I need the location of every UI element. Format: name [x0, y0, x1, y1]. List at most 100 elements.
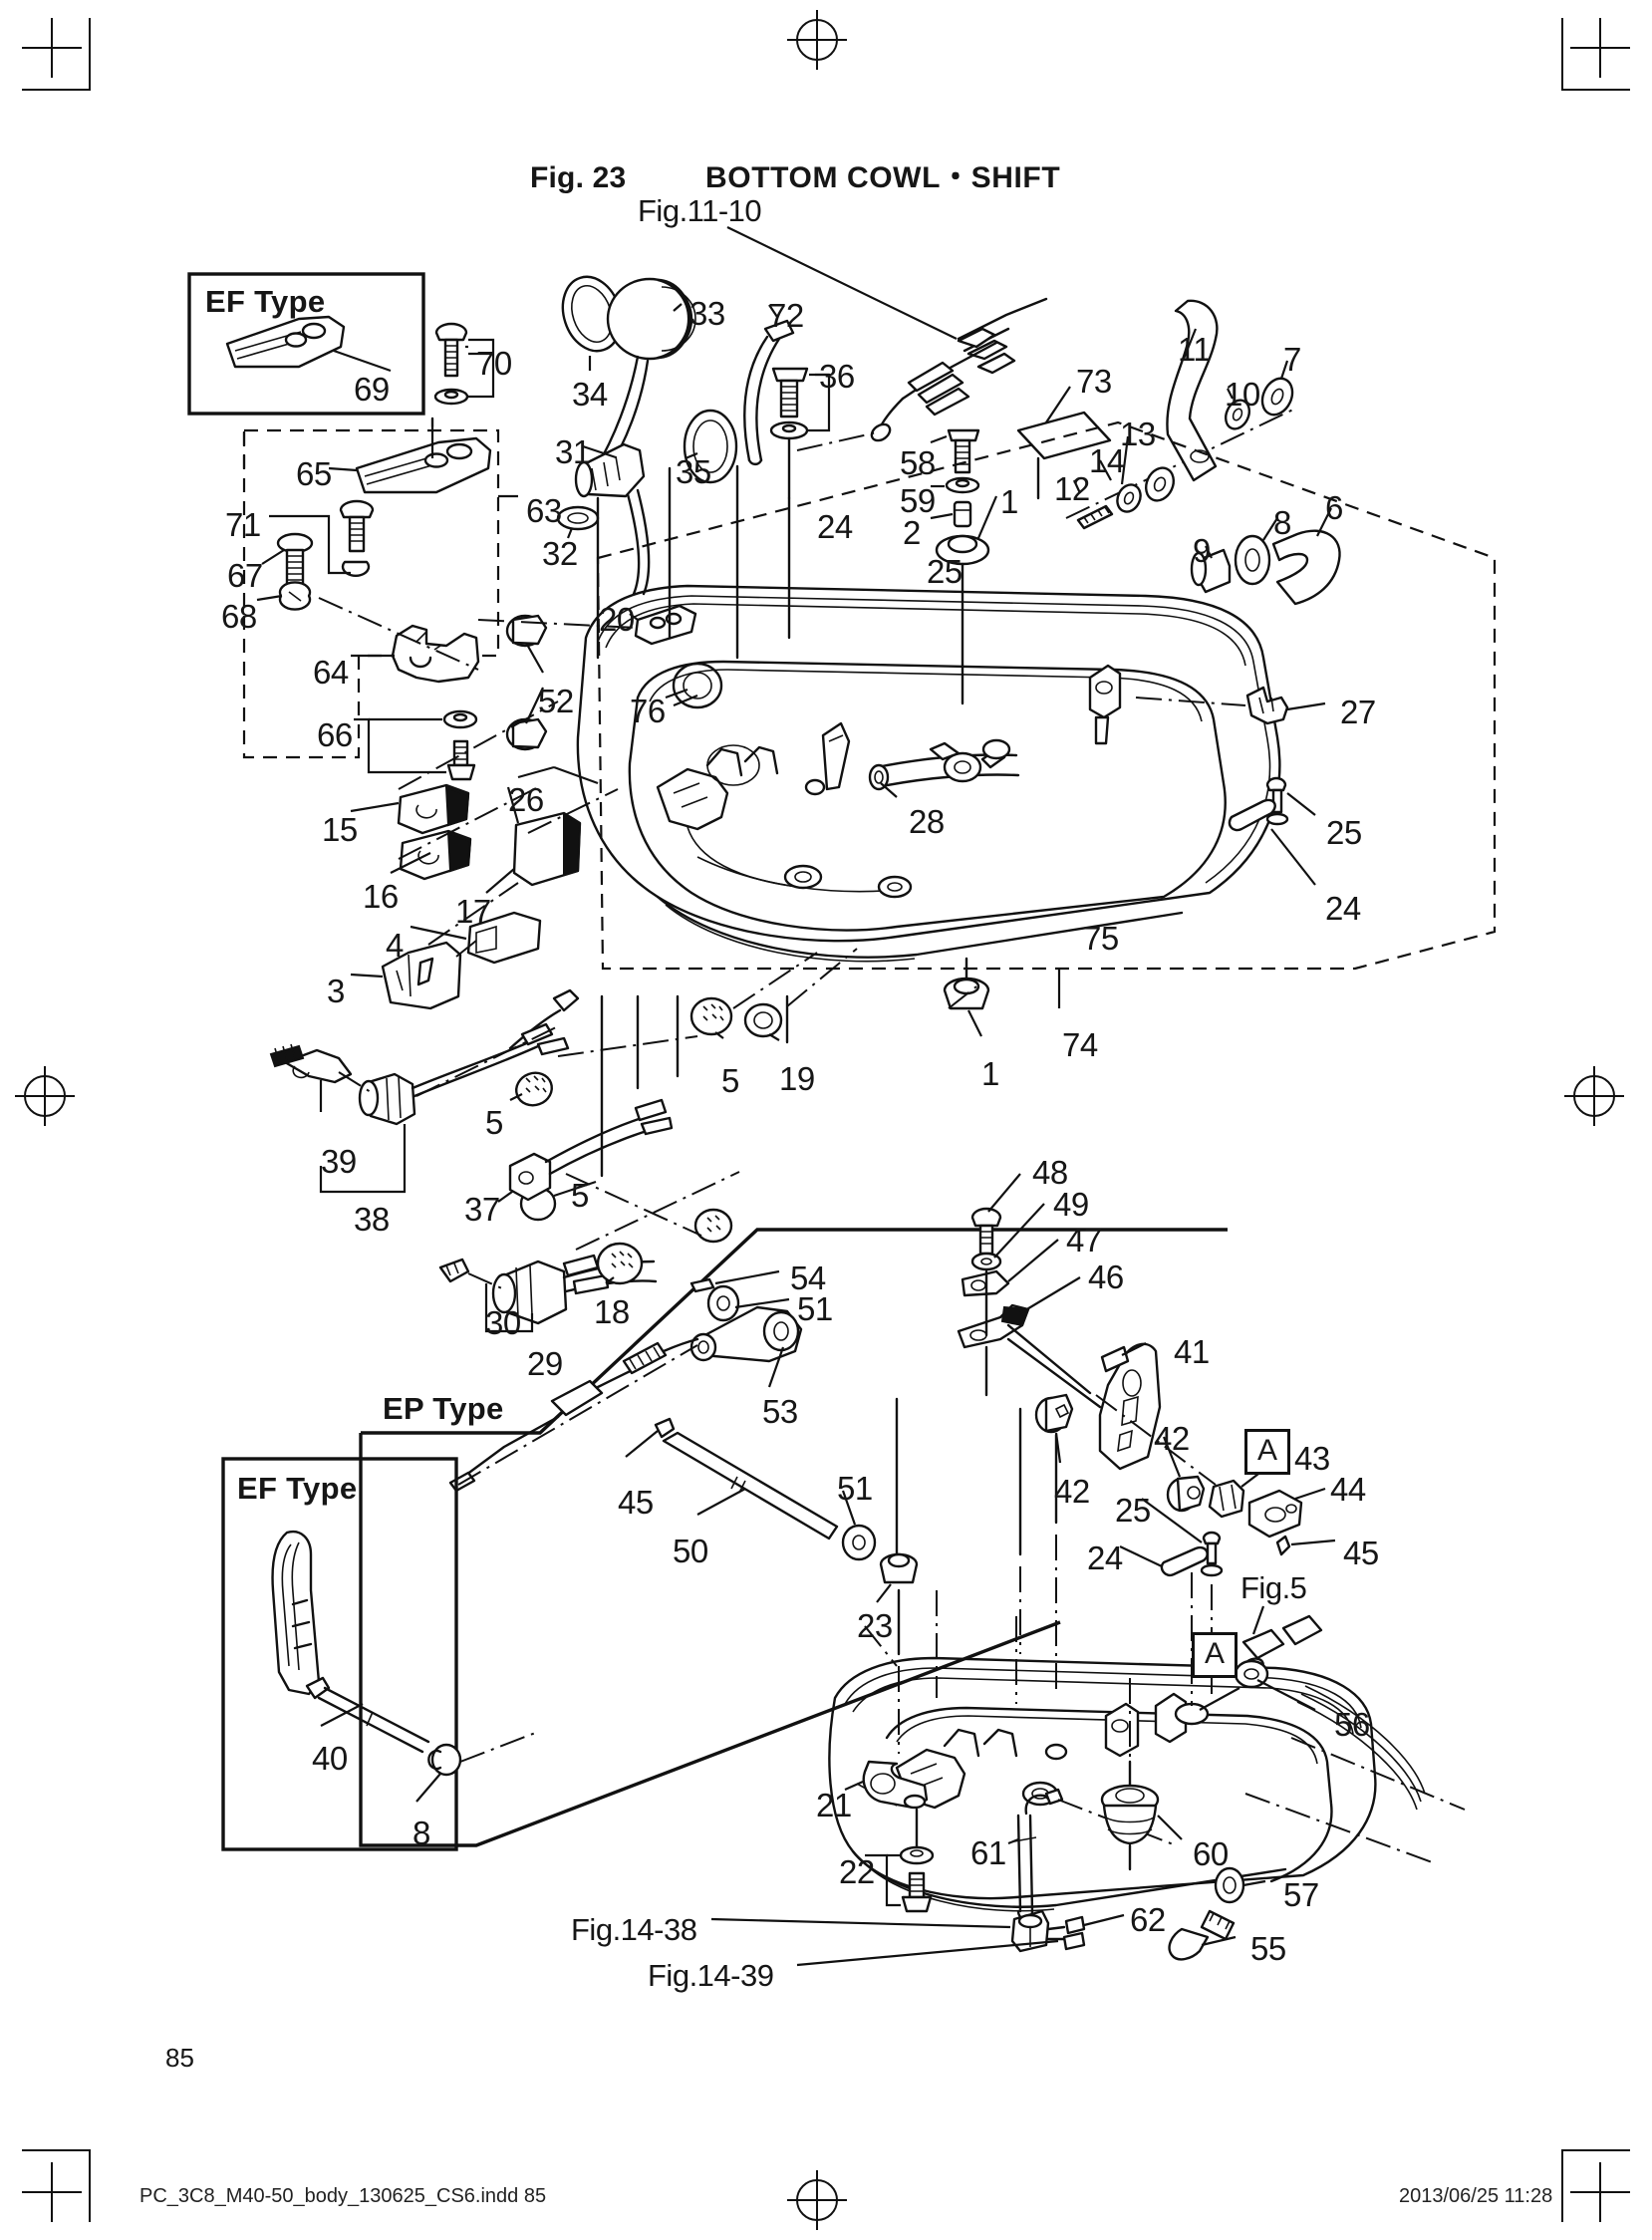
callout-55: 55: [1250, 1930, 1286, 1967]
part-72-band: [743, 304, 795, 465]
shift-lever-assembly: [1065, 299, 1296, 530]
callout-21: 21: [816, 1787, 852, 1823]
callout-10: 10: [1225, 376, 1260, 413]
part-58-stack: [930, 428, 998, 705]
callout-11: 11: [1178, 331, 1212, 368]
part-64-bracket: [318, 597, 480, 684]
part-4-connector: [410, 911, 542, 965]
callout-69: 69: [354, 371, 390, 408]
callout-44: 44: [1330, 1471, 1366, 1508]
callout-60: 60: [1193, 1835, 1229, 1872]
callout-24: 24: [1087, 1540, 1123, 1576]
part-46-49-stack: [957, 1173, 1081, 1397]
ef-type-label-top: EF Type: [205, 284, 326, 319]
part-71-fastener: [269, 499, 375, 577]
callout-32: 32: [542, 535, 578, 572]
part-53-rod-end: [448, 1269, 803, 1493]
part-3-switch: [350, 940, 477, 1010]
callout-24: 24: [1325, 890, 1361, 927]
callout-51: 51: [837, 1470, 873, 1507]
section-marker-a: A: [1192, 1632, 1238, 1678]
callout-53: 53: [762, 1393, 798, 1430]
part-26-lead: [517, 765, 599, 785]
callout-66: 66: [317, 716, 353, 753]
callout-38: 38: [354, 1201, 390, 1238]
callout-8: 8: [413, 1815, 430, 1851]
bottom-cowl-body: [576, 584, 1281, 963]
callout-4: 4: [386, 927, 404, 964]
callout-62: 62: [1130, 1901, 1166, 1938]
callout-1: 1: [981, 1055, 999, 1092]
callout-25: 25: [1115, 1492, 1151, 1529]
callout-13: 13: [1120, 416, 1156, 452]
callout-31: 31: [555, 433, 591, 470]
callout-1: 1: [1000, 483, 1018, 520]
ep-type-label: EP Type: [383, 1391, 504, 1426]
callout-9: 9: [1193, 532, 1211, 569]
callout-57: 57: [1283, 1876, 1319, 1913]
part-20-grommet: [629, 604, 697, 646]
callout-29: 29: [527, 1345, 563, 1382]
figure-ref-fig-14-38: Fig.14-38: [571, 1912, 697, 1947]
callout-16: 16: [363, 878, 399, 915]
callout-5: 5: [721, 1062, 739, 1099]
callout-39: 39: [321, 1143, 357, 1180]
callout-54: 54: [790, 1260, 826, 1296]
part-6-handle: [1190, 507, 1341, 606]
callout-25: 25: [927, 553, 963, 590]
callout-41: 41: [1174, 1333, 1210, 1370]
callout-71: 71: [225, 506, 261, 543]
section-marker-a: A: [1244, 1429, 1290, 1475]
part-65-bracket: [328, 426, 492, 494]
fig-11-10-harness: [726, 226, 1048, 451]
callout-30: 30: [485, 1304, 521, 1341]
footer-timestamp: 2013/06/25 11:28: [1399, 2185, 1553, 2207]
figure-ref-fig-11-10: Fig.11-10: [638, 193, 762, 228]
callout-12: 12: [1054, 470, 1090, 507]
callout-5: 5: [485, 1104, 503, 1141]
callout-75: 75: [1083, 920, 1119, 957]
callout-42: 42: [1054, 1473, 1090, 1510]
callout-28: 28: [909, 803, 945, 840]
callout-37: 37: [464, 1191, 500, 1228]
callout-47: 47: [1066, 1222, 1102, 1259]
callout-45: 45: [618, 1484, 654, 1521]
callout-19: 19: [779, 1060, 815, 1097]
callout-2: 2: [903, 514, 921, 551]
callout-76: 76: [630, 693, 666, 729]
callout-42: 42: [1154, 1420, 1190, 1457]
callout-52: 52: [538, 683, 574, 719]
figure-ref-fig-5: Fig.5: [1240, 1570, 1307, 1605]
callout-74: 74: [1062, 1026, 1098, 1063]
callout-65: 65: [296, 455, 332, 492]
crop-marks: [15, 10, 1630, 2230]
part-21-clamp: [844, 1760, 935, 1913]
callout-51: 51: [797, 1290, 833, 1327]
part-67-68-fastener: [256, 532, 314, 611]
figure-ref-fig-14-39: Fig.14-39: [648, 1958, 774, 1993]
callout-48: 48: [1032, 1154, 1068, 1191]
callout-6: 6: [1325, 489, 1343, 526]
callout-73: 73: [1076, 363, 1112, 400]
callout-25: 25: [1326, 814, 1362, 851]
callout-64: 64: [313, 654, 349, 691]
callout-40: 40: [312, 1740, 348, 1777]
callout-20: 20: [599, 601, 635, 638]
callout-36: 36: [819, 358, 855, 395]
callout-27: 27: [1340, 694, 1376, 730]
part-23-grommet: [876, 1552, 919, 1656]
part-15-16-clips: [350, 783, 472, 881]
callout-49: 49: [1053, 1186, 1089, 1223]
part-70-fastener: [433, 322, 495, 406]
callout-5: 5: [571, 1177, 589, 1214]
part-41-shift-arm: [1006, 1323, 1336, 1577]
callout-56: 56: [1334, 1706, 1370, 1743]
ef-type-label-bottom: EF Type: [237, 1471, 358, 1506]
callout-58: 58: [900, 444, 936, 481]
assembly-axis-lines: [398, 417, 1213, 1784]
callout-46: 46: [1088, 1259, 1124, 1295]
part-61-rod: [710, 1788, 1177, 1967]
ef-type-box-top: [187, 272, 425, 416]
callout-22: 22: [839, 1853, 875, 1890]
